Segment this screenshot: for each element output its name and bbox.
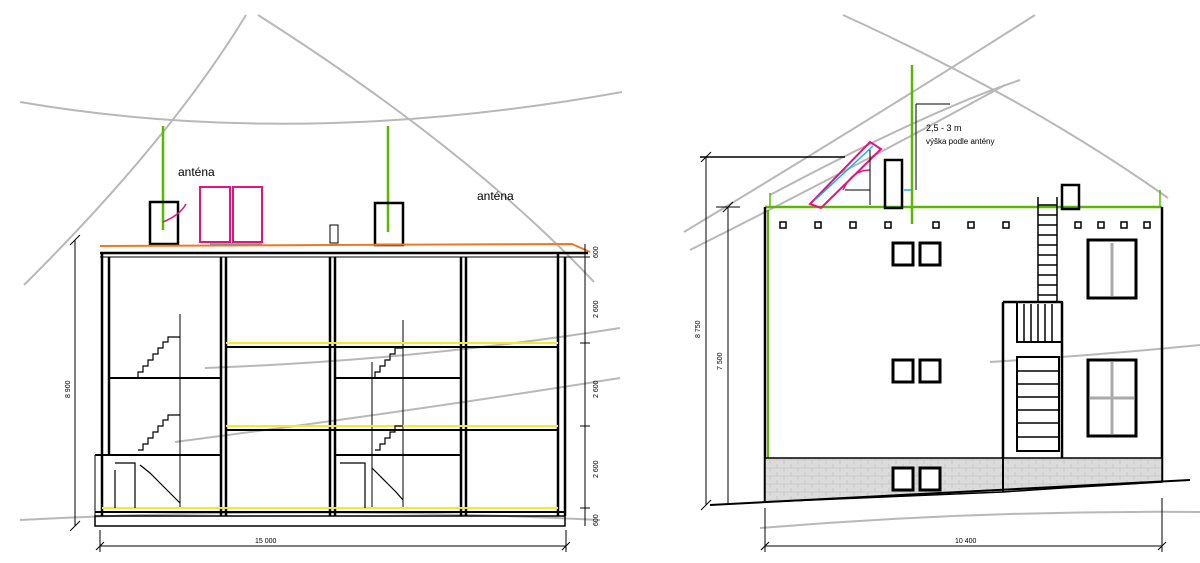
stair (139, 464, 181, 504)
dim-total-height: 8 750 (695, 320, 702, 338)
window (891, 241, 915, 267)
chimney (1060, 183, 1081, 211)
building-elevation: 2,5 - 3 m výška podle antény 8 750 7 500… (683, 14, 1200, 552)
stair (110, 414, 180, 456)
staircases (110, 336, 404, 508)
dim-total-height: 8 900 (65, 380, 72, 398)
stair (137, 336, 180, 378)
dim-floor-height: 2 600 (593, 380, 600, 398)
brick-base (764, 457, 1163, 503)
guy-wires-left (19, 14, 623, 521)
chimney (883, 158, 904, 210)
chimney (148, 200, 180, 246)
dim-width: 10 400 (955, 538, 977, 545)
stair (340, 462, 366, 508)
antenna-masts-left (161, 126, 390, 232)
dim-width: 15 000 (255, 538, 277, 545)
balcony (1016, 301, 1063, 343)
dim-wall-height: 7 500 (717, 352, 724, 370)
attic-vents (779, 221, 1151, 229)
stair (374, 347, 403, 378)
roof-line (99, 242, 591, 258)
antenna-height-note: 2,5 - 3 m (926, 123, 962, 133)
floor-slabs (94, 342, 566, 527)
antenna-label-right: anténa (477, 189, 514, 203)
antenna-label-left: anténa (178, 165, 215, 179)
antenna-mast-right (904, 65, 950, 224)
building-section: anténa anténa 8 900 2 600 2 600 2 600 60… (19, 14, 623, 552)
antenna-height-note: výška podle antény (926, 137, 995, 146)
ground-line (709, 479, 1191, 506)
dim-bottom: 600 (593, 514, 600, 526)
window (891, 358, 915, 384)
roof-ladder (1037, 197, 1058, 302)
dim-floor-height: 2 600 (593, 300, 600, 318)
window (918, 241, 942, 267)
solar-panel (232, 186, 263, 243)
dim-top: 600 (593, 246, 600, 258)
stair (114, 462, 136, 508)
windows (891, 238, 1138, 492)
roof-structures (148, 186, 405, 247)
cable (162, 203, 187, 223)
dim-floor-height: 2 600 (593, 460, 600, 478)
solar-collector (808, 140, 883, 210)
elevation-dimensions (700, 151, 1167, 552)
section-walls (100, 253, 567, 516)
solar-panel (199, 186, 231, 243)
stair (371, 467, 404, 501)
stair (350, 425, 403, 456)
entrance-stairs (1016, 356, 1060, 452)
vent-stack (329, 224, 339, 244)
section-dimensions (69, 234, 590, 552)
window (918, 358, 942, 384)
